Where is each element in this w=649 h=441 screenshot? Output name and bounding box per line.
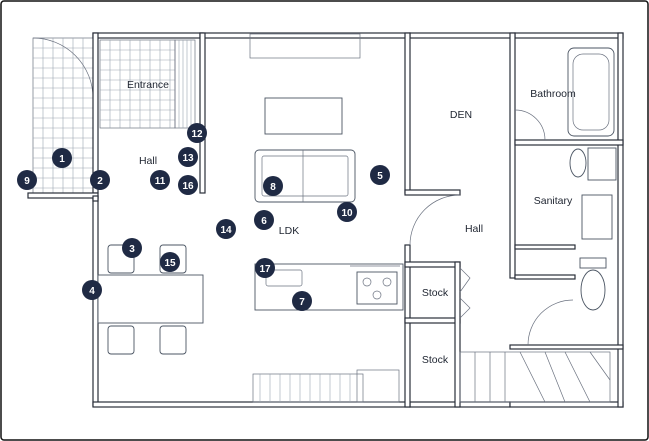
window-top bbox=[249, 33, 361, 59]
toilet-door-arc bbox=[527, 299, 574, 346]
marker-5[interactable]: 5 bbox=[370, 165, 390, 185]
den-door-arc bbox=[409, 194, 461, 246]
marker-11[interactable]: 11 bbox=[150, 170, 170, 190]
marker-10[interactable]: 10 bbox=[337, 202, 357, 222]
coffee-table bbox=[264, 97, 343, 135]
marker-label: 1 bbox=[59, 154, 65, 165]
staircase bbox=[459, 351, 611, 403]
marker-9[interactable]: 9 bbox=[17, 170, 37, 190]
room-label-stock-upper: Stock bbox=[422, 287, 449, 299]
kitchen-counter bbox=[254, 263, 404, 311]
marker-15[interactable]: 15 bbox=[160, 252, 180, 272]
marker-label: 9 bbox=[24, 176, 30, 187]
marker-label: 10 bbox=[341, 208, 353, 219]
marker-8[interactable]: 8 bbox=[263, 176, 283, 196]
bathroom-door-arc bbox=[514, 109, 546, 141]
room-label-den: DEN bbox=[450, 109, 472, 121]
marker-label: 6 bbox=[261, 216, 267, 227]
marker-label: 12 bbox=[191, 129, 203, 140]
walls bbox=[27, 32, 624, 408]
dining-table bbox=[97, 274, 204, 324]
dining-chair bbox=[107, 325, 135, 355]
marker-label: 2 bbox=[97, 176, 103, 187]
washbasin bbox=[581, 194, 613, 240]
marker-7[interactable]: 7 bbox=[292, 291, 312, 311]
marker-label: 13 bbox=[182, 153, 194, 164]
marker-label: 16 bbox=[182, 181, 194, 192]
toilet bbox=[579, 257, 607, 311]
window-bottom-right bbox=[356, 369, 400, 403]
marker-1[interactable]: 1 bbox=[52, 148, 72, 168]
sink-bowl bbox=[569, 148, 587, 178]
marker-label: 8 bbox=[270, 182, 276, 193]
washing-machine bbox=[587, 147, 617, 181]
bathtub bbox=[567, 47, 615, 137]
room-label-entrance: Entrance bbox=[127, 79, 169, 91]
marker-16[interactable]: 16 bbox=[178, 175, 198, 195]
marker-12[interactable]: 12 bbox=[187, 123, 207, 143]
marker-17[interactable]: 17 bbox=[255, 258, 275, 278]
room-label-sanitary: Sanitary bbox=[534, 195, 573, 207]
marker-2[interactable]: 2 bbox=[90, 170, 110, 190]
marker-13[interactable]: 13 bbox=[178, 147, 198, 167]
room-label-ldk: LDK bbox=[279, 225, 299, 237]
tile-floor bbox=[32, 37, 196, 197]
room-label-stock-lower: Stock bbox=[422, 354, 449, 366]
marker-4[interactable]: 4 bbox=[82, 280, 102, 300]
marker-3[interactable]: 3 bbox=[122, 238, 142, 258]
marker-label: 5 bbox=[377, 171, 383, 182]
marker-6[interactable]: 6 bbox=[254, 210, 274, 230]
marker-label: 14 bbox=[220, 225, 232, 236]
marker-label: 4 bbox=[89, 286, 95, 297]
stock-door bbox=[459, 267, 471, 319]
room-label-bathroom: Bathroom bbox=[530, 88, 576, 100]
room-label-hall-entry: Hall bbox=[139, 155, 157, 167]
bench-slats bbox=[259, 374, 351, 402]
marker-label: 7 bbox=[299, 297, 305, 308]
marker-label: 17 bbox=[259, 264, 271, 275]
marker-14[interactable]: 14 bbox=[216, 219, 236, 239]
marker-label: 11 bbox=[155, 176, 166, 187]
room-label-hall-corridor: Hall bbox=[465, 223, 483, 235]
marker-label: 15 bbox=[164, 258, 176, 269]
window-bottom-left bbox=[252, 373, 364, 403]
marker-label: 3 bbox=[129, 244, 135, 255]
dining-chair bbox=[159, 325, 187, 355]
